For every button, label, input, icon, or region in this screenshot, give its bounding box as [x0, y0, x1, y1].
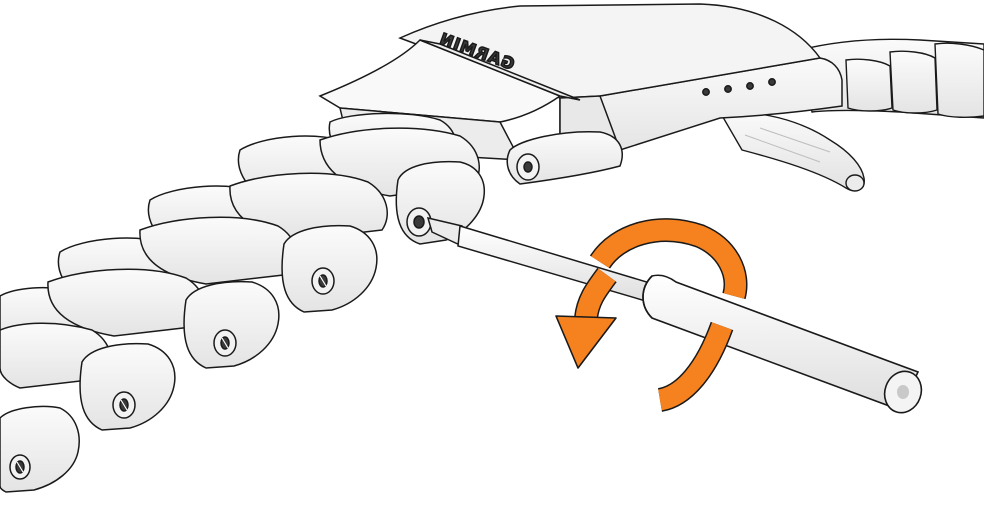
handle-end-cap — [897, 385, 909, 399]
rotation-arrowhead — [556, 316, 616, 368]
end-cap-3 — [184, 282, 279, 368]
clasp-hole-3 — [747, 83, 753, 89]
clasp-pin-hole — [524, 162, 532, 172]
clasp-hole-1 — [703, 89, 709, 95]
clasp-hole-4 — [769, 79, 775, 85]
pin-hole-target — [414, 216, 424, 228]
end-cap-2 — [282, 226, 377, 312]
clasp-lever — [720, 112, 864, 191]
end-cap-5 — [0, 406, 79, 492]
clasp-hole-2 — [725, 86, 731, 92]
clasp-connector-link — [507, 132, 622, 184]
